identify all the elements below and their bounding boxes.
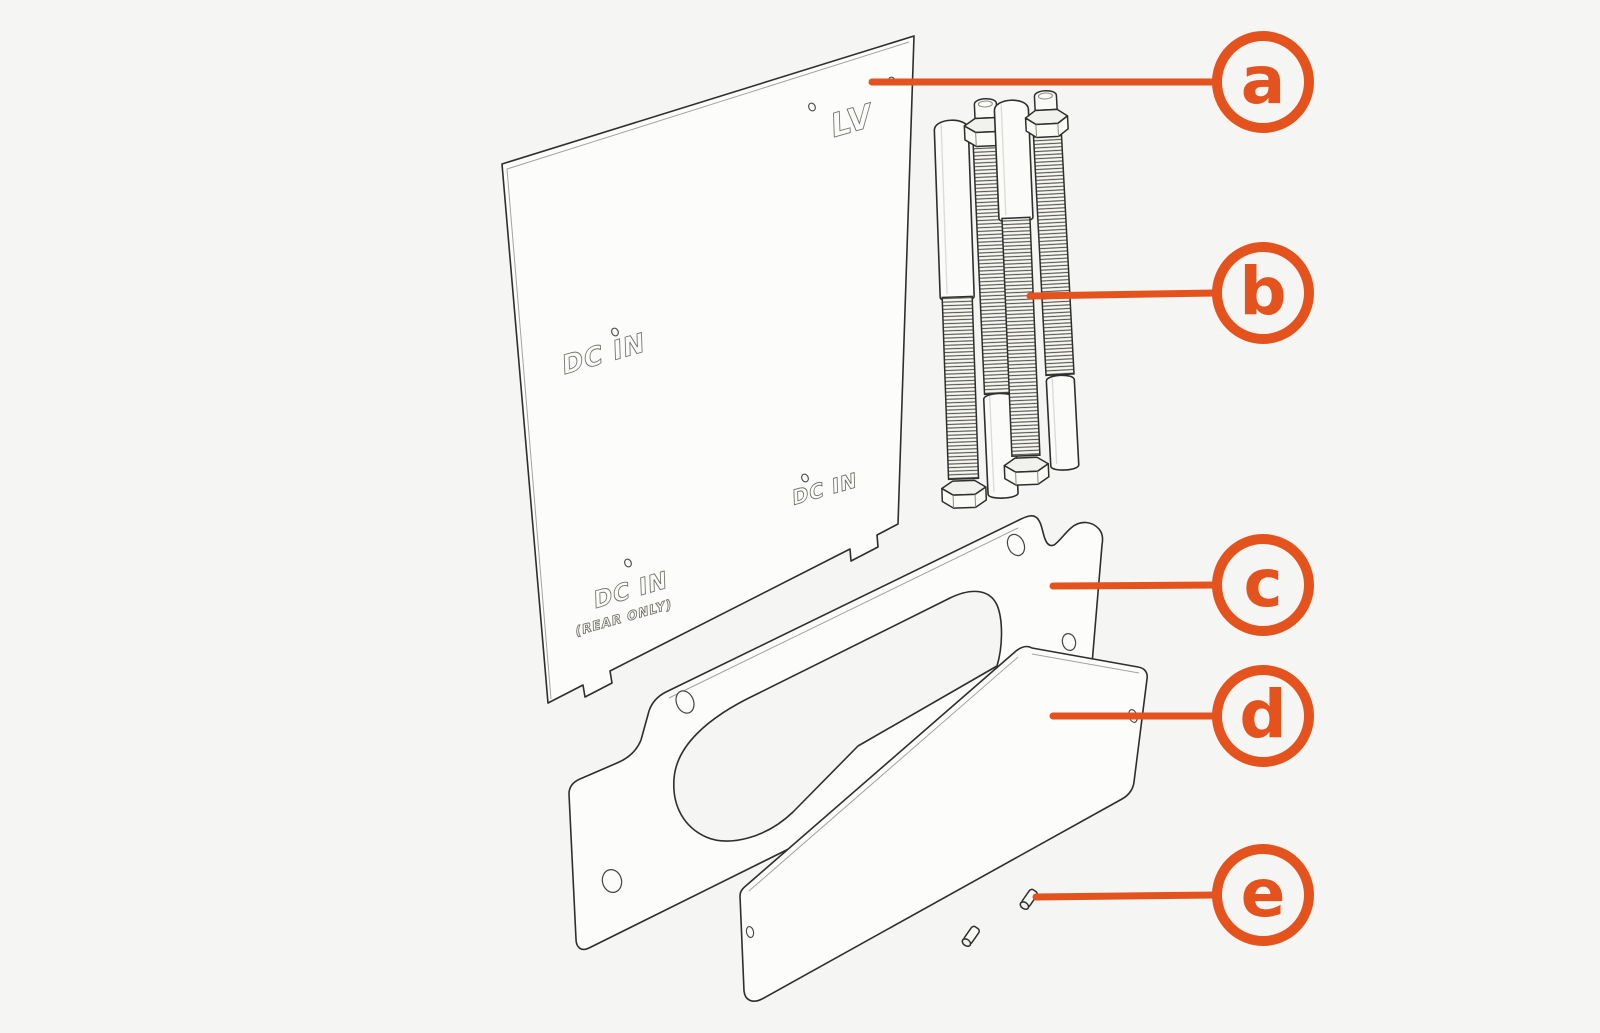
callout-d-label: d	[1239, 676, 1286, 753]
sleeve-highlight	[940, 124, 948, 295]
screw-end	[961, 938, 972, 947]
bracket-thickness-line	[668, 527, 1019, 699]
thread-texture	[1032, 130, 1075, 377]
screw-set-e	[961, 888, 1038, 947]
callout-a-label: a	[1241, 42, 1286, 119]
panel-hole	[801, 473, 809, 483]
panel-hole	[808, 102, 816, 112]
callout-e-label: e	[1241, 855, 1286, 932]
callout-e-leader	[1032, 891, 1220, 901]
bracket-plate-c	[568, 515, 1104, 951]
rod-3	[993, 99, 1050, 486]
callout-d-circle	[1212, 665, 1314, 767]
panel-hole	[611, 327, 619, 337]
nut-facet	[1035, 123, 1060, 138]
bracket-hole	[1006, 533, 1026, 557]
callout-b-leader	[1026, 289, 1220, 300]
rod-1	[933, 119, 988, 509]
callout-c-circle	[1212, 534, 1314, 636]
spacer-sleeve	[1045, 374, 1080, 471]
screw-2	[1019, 888, 1038, 910]
panel-thickness-left-edge	[506, 168, 552, 700]
callout-e-circle	[1212, 844, 1314, 946]
nut-facet	[952, 494, 977, 509]
side-panel-a: LV DC IN DC IN DC IN (REAR ONLY)	[501, 35, 915, 704]
bracket-plate-outline	[568, 515, 1104, 951]
rod-set-b	[933, 89, 1080, 509]
cover-plate-outline	[739, 645, 1148, 1002]
bracket-hole	[675, 690, 695, 714]
spacer-sleeve	[933, 119, 975, 303]
rod-end-ring	[977, 100, 993, 108]
side-panel-outline	[501, 35, 915, 704]
thread-texture	[1001, 216, 1041, 458]
panel-hole	[624, 558, 632, 568]
rod-4	[1024, 89, 1080, 471]
callout-b-label: b	[1239, 253, 1286, 330]
bracket-hole	[601, 869, 623, 893]
cover-hole	[745, 926, 755, 938]
callout-c-leader	[1049, 581, 1220, 590]
rod-end-ring	[1037, 92, 1053, 100]
screw-end	[1019, 901, 1030, 910]
nut-facet	[1015, 471, 1039, 486]
rod-end-cap	[1033, 89, 1058, 112]
cover-thickness-line	[748, 656, 1019, 892]
callout-c-label: c	[1243, 545, 1282, 622]
bracket-hole	[1061, 633, 1077, 651]
cover-thickness-line	[1031, 653, 1140, 674]
sleeve-highlight	[1000, 104, 1007, 216]
callouts: a b c d e	[868, 31, 1314, 946]
panel-thickness-top-edge	[506, 41, 910, 170]
callout-a-circle	[1212, 31, 1314, 133]
thread-texture	[941, 295, 980, 481]
sleeve-highlight	[988, 396, 995, 493]
sleeve-highlight	[1051, 377, 1058, 464]
screw-1	[961, 925, 980, 947]
callout-b-circle	[1212, 242, 1314, 344]
